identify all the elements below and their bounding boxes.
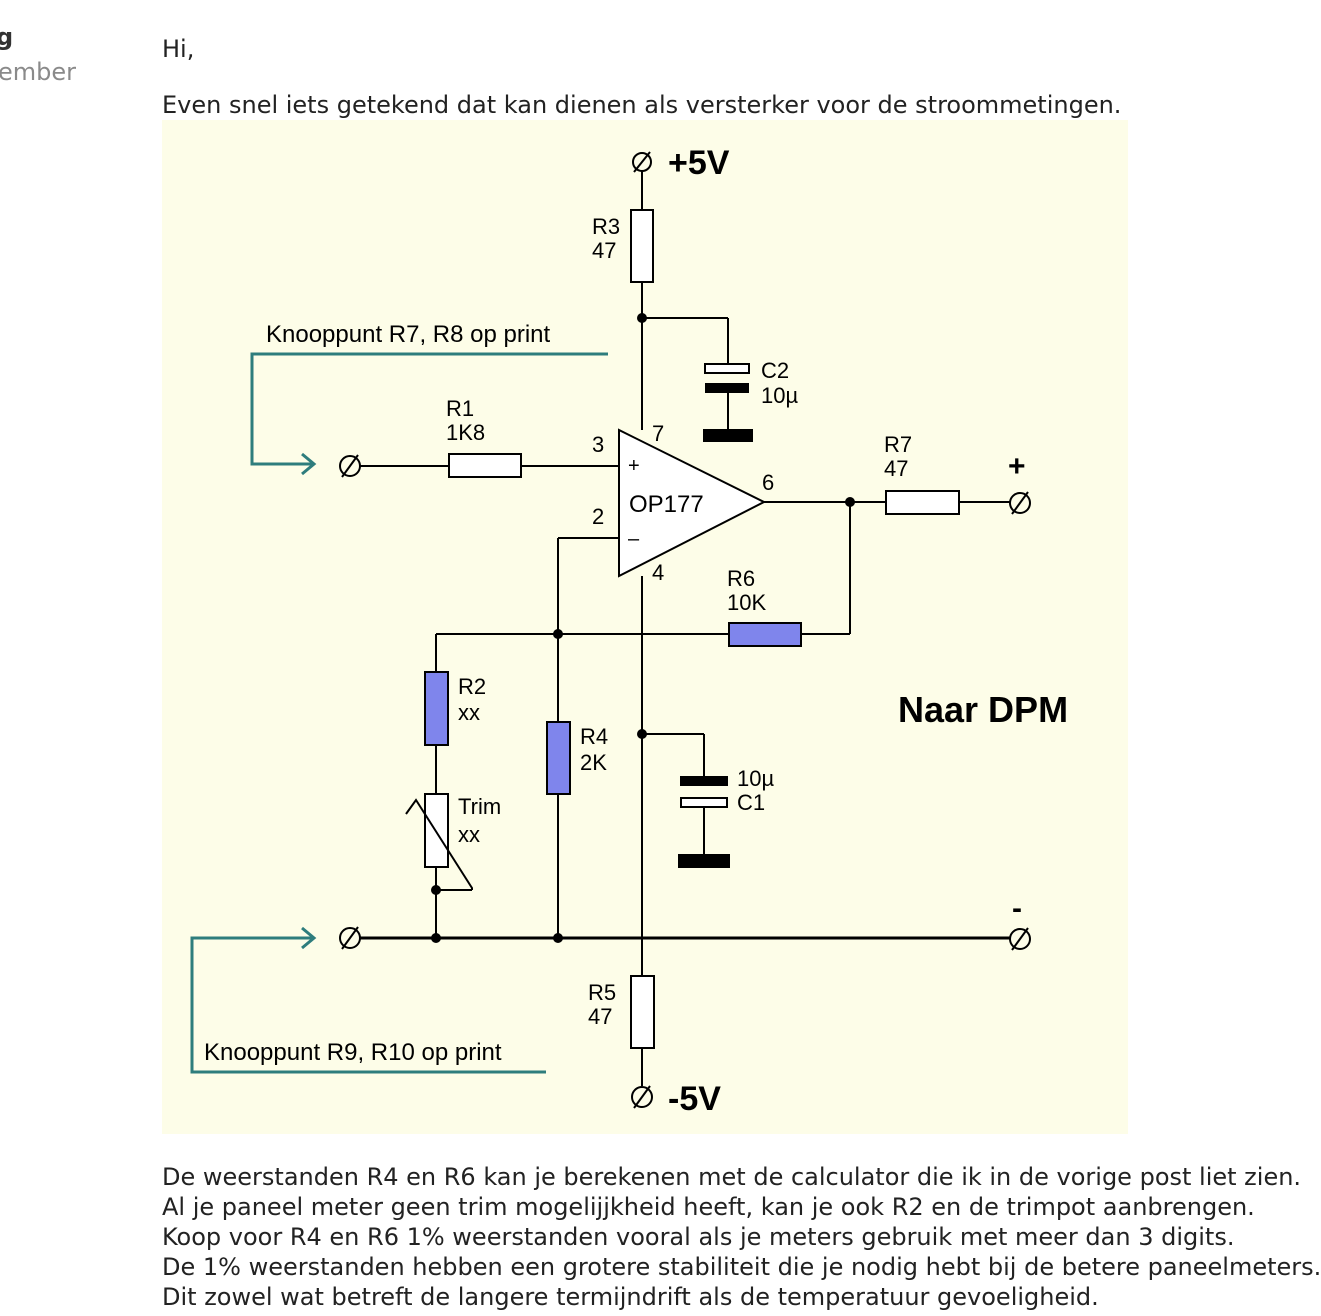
c2-name: C2 <box>761 358 789 383</box>
output-minus-label: - <box>1012 892 1022 925</box>
r7-value: 47 <box>884 456 908 481</box>
r6-name: R6 <box>727 566 755 591</box>
r2-value: xx <box>458 700 480 725</box>
trim-name: Trim <box>458 794 501 819</box>
output-pos-terminal <box>1009 491 1031 515</box>
node-bottom-label: Knooppunt R9, R10 op print <box>204 1039 502 1066</box>
r1-value: 1K8 <box>446 420 485 445</box>
r3-resistor <box>630 209 654 283</box>
output-plus-label: + <box>1008 450 1026 483</box>
r4-name: R4 <box>580 724 608 749</box>
r1-name: R1 <box>446 396 474 421</box>
junction-dot <box>431 933 441 943</box>
r3-value: 47 <box>592 238 616 263</box>
r5-value: 47 <box>588 1004 612 1029</box>
pin-3: 3 <box>592 432 604 457</box>
r3-name: R3 <box>592 214 620 239</box>
junction-dot <box>553 933 563 943</box>
r2-name: R2 <box>458 674 486 699</box>
paragraph-line: Dit zowel wat betreft de langere termijn… <box>162 1283 1099 1311</box>
opamp-triangle <box>618 428 767 578</box>
post-date: ember <box>0 58 77 86</box>
r2-resistor <box>424 671 449 746</box>
annotation-arrow-top <box>250 352 608 466</box>
pin-7: 7 <box>652 421 664 446</box>
annotation-arrow-bottom <box>190 936 546 1074</box>
c1-capacitor-plate <box>680 797 728 808</box>
pin-2: 2 <box>592 504 604 529</box>
ground-bar <box>678 854 730 868</box>
r6-value: 10K <box>727 590 766 615</box>
c1-name: C1 <box>737 790 765 815</box>
r4-resistor <box>546 721 571 795</box>
pin-6: 6 <box>762 470 774 495</box>
paragraph-line: De 1% weerstanden hebben een grotere sta… <box>162 1253 1321 1281</box>
opamp-plus: + <box>628 455 640 477</box>
paragraph-line: Al je paneel meter geen trim mogelijjkhe… <box>162 1193 1255 1221</box>
junction-dot <box>553 629 563 639</box>
pin-4: 4 <box>652 560 664 585</box>
opamp-label: OP177 <box>629 491 704 518</box>
trim-value: xx <box>458 822 480 847</box>
schematic-background <box>162 120 1128 1134</box>
paragraph-line: Koop voor R4 en R6 1% weerstanden vooral… <box>162 1223 1235 1251</box>
supply-neg-terminal <box>631 1085 653 1109</box>
r6-resistor <box>728 622 802 647</box>
post-greeting: Hi, <box>162 35 195 63</box>
c1-value: 10µ <box>737 766 774 791</box>
node-top-label: Knooppunt R7, R8 op print <box>266 321 551 348</box>
ground-bar <box>703 429 753 442</box>
r4-value: 2K <box>580 750 607 775</box>
c2-capacitor-plate <box>704 363 750 374</box>
junction-dot <box>431 885 441 895</box>
r7-resistor <box>885 490 960 515</box>
r7-name: R7 <box>884 432 912 457</box>
supply-neg-label: -5V <box>668 1080 721 1118</box>
r1-resistor <box>448 453 522 478</box>
paragraph-line: De weerstanden R4 en R6 kan je berekenen… <box>162 1163 1302 1191</box>
author-name[interactable]: g <box>0 23 14 51</box>
amplifier-schematic: +5V R3 47 C2 10µ OP177 + – 3 2 7 6 4 R1 … <box>162 120 1128 1134</box>
naar-dpm-label: Naar DPM <box>898 689 1068 730</box>
post-intro: Even snel iets getekend dat kan dienen a… <box>162 91 1122 119</box>
opamp-minus: – <box>628 528 640 550</box>
supply-pos-label: +5V <box>668 144 730 182</box>
post-paragraph: De weerstanden R4 en R6 kan je berekenen… <box>162 1162 1321 1312</box>
output-neg-terminal <box>1009 927 1031 951</box>
r5-resistor <box>630 975 655 1049</box>
c2-value: 10µ <box>761 383 798 408</box>
r5-name: R5 <box>588 980 616 1005</box>
